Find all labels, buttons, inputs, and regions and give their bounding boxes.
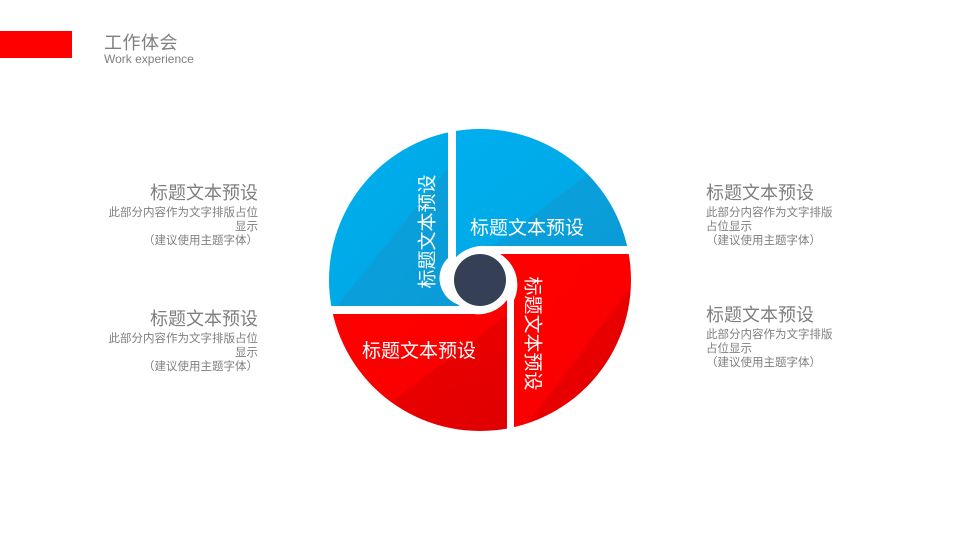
center-hub (454, 254, 506, 306)
text-block-body-line: 占位显示 (706, 341, 752, 355)
text-block-title: 标题文本预设 (706, 183, 814, 204)
page-subtitle: Work experience (104, 52, 194, 66)
text-block-body-line: 显示 (235, 219, 258, 233)
text-block-top-right: 标题文本预设 此部分内容作为文字排版 占位显示 （建议使用主题字体） (706, 183, 846, 247)
text-block-bottom-left: 标题文本预设 此部分内容作为文字排版占位 显示 （建议使用主题字体） (88, 309, 259, 373)
text-block-title: 标题文本预设 (150, 309, 258, 330)
text-block-body-line: 此部分内容作为文字排版占位 (108, 205, 259, 219)
header-accent-bar (0, 31, 72, 58)
text-block-top-left: 标题文本预设 此部分内容作为文字排版占位 显示 （建议使用主题字体） (88, 183, 259, 247)
text-block-body-line: 占位显示 (706, 219, 752, 233)
text-block-bottom-right: 标题文本预设 此部分内容作为文字排版 占位显示 （建议使用主题字体） (706, 305, 846, 369)
text-block-body-line: （建议使用主题字体） (143, 233, 258, 247)
text-block-title: 标题文本预设 (706, 305, 814, 326)
segment-label-bottom-right: 标题文本预设 (521, 276, 544, 391)
text-block-body-line: 显示 (235, 345, 258, 359)
text-block-body-line: （建议使用主题字体） (706, 233, 821, 247)
segment-label-top-left: 标题文本预设 (416, 174, 439, 289)
page-title: 工作体会 (104, 33, 178, 54)
text-block-title: 标题文本预设 (150, 183, 258, 204)
text-block-body-line: 此部分内容作为文字排版占位 (108, 331, 259, 345)
text-block-body-line: （建议使用主题字体） (143, 359, 258, 373)
segment-label-bottom-left: 标题文本预设 (362, 340, 477, 362)
text-block-body-line: 此部分内容作为文字排版 (706, 205, 833, 219)
text-block-body-line: （建议使用主题字体） (706, 355, 821, 369)
segment-label-top-right: 标题文本预设 (470, 217, 585, 239)
text-block-body-line: 此部分内容作为文字排版 (706, 327, 833, 341)
segment-bottom-left (329, 300, 507, 431)
